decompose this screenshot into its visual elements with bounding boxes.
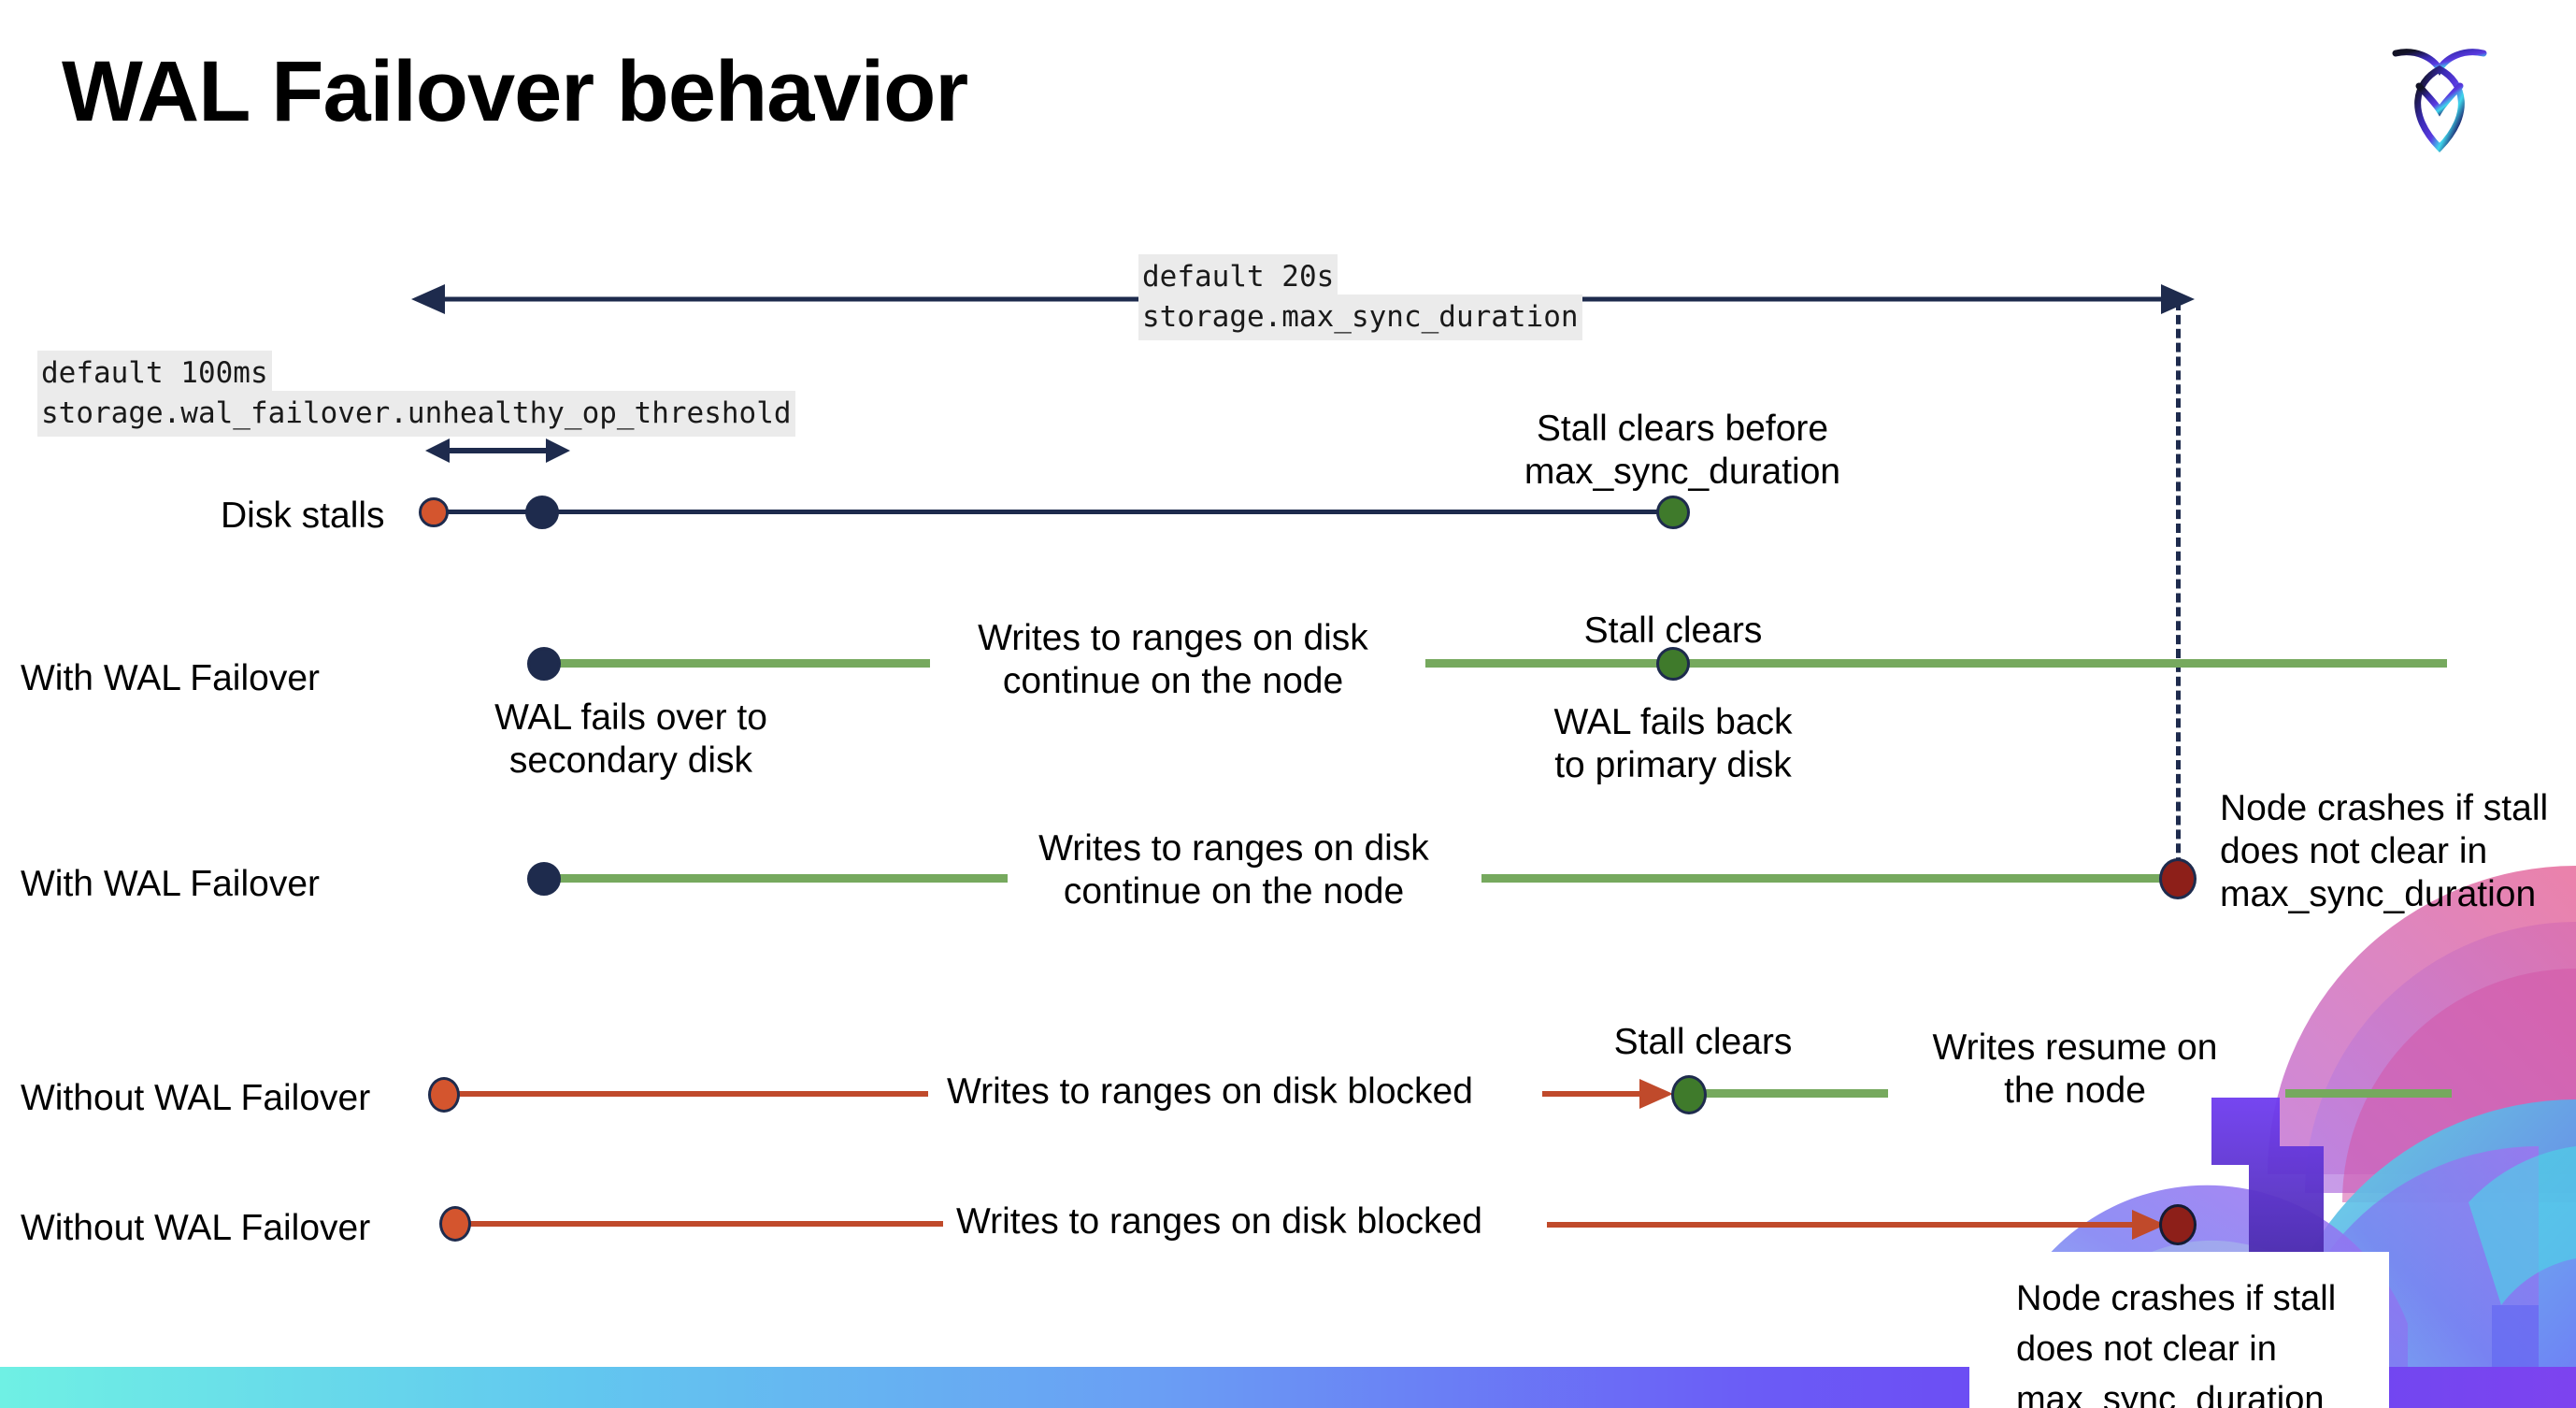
without-failover-clears-resume-line-far: [2285, 1089, 2452, 1098]
without-failover-clears-arrow: [1542, 1079, 1673, 1109]
note-writes-blocked-2: Writes to ranges on disk blocked: [956, 1201, 1482, 1242]
max-sync-default-chip: default 20s: [1138, 254, 1338, 300]
without-failover-crash-arrow: [1547, 1210, 2166, 1240]
row-label-disk-stalls: Disk stalls: [221, 496, 385, 536]
row-label-without-wal-failover-crash: Without WAL Failover: [21, 1208, 371, 1248]
disk-stalls-failover-dot: [525, 496, 559, 529]
without-failover-clears-clear-dot: [1671, 1075, 1707, 1114]
note-stall-clears-2: Stall clears: [1613, 1022, 1793, 1062]
disk-stalls-timeline: [437, 510, 1673, 514]
without-failover-crash-start-dot: [439, 1206, 471, 1242]
unhealthy-threshold-setting-chip: storage.wal_failover.unhealthy_op_thresh…: [37, 391, 795, 437]
note-node-crashes-2: Node crashes if stall does not clear in …: [2016, 1279, 2337, 1408]
wal-failover-clears-segment-left: [544, 659, 930, 668]
without-failover-crash-blocked-line: [460, 1221, 943, 1227]
unhealthy-threshold-span-arrow: [425, 438, 570, 463]
wal-failover-clears-segment-right: [1425, 659, 2447, 668]
max-sync-setting-chip: storage.max_sync_duration: [1138, 295, 1582, 340]
note-stall-clears-before-max-sync: Stall clears before max_sync_duration: [1524, 409, 1841, 493]
note-wal-fails-over: WAL fails over to secondary disk: [494, 697, 767, 782]
page-title: WAL Failover behavior: [62, 44, 968, 139]
wal-failover-crash-node-dot: [2159, 858, 2197, 899]
node-crashes-callout: Node crashes if stall does not clear in …: [1969, 1252, 2389, 1408]
note-writes-continue-1: Writes to ranges on disk continue on the…: [978, 618, 1368, 702]
disk-stalls-clear-dot: [1656, 496, 1690, 529]
wal-failover-crash-segment-right: [1481, 874, 2181, 883]
note-wal-fails-back: WAL fails back to primary disk: [1553, 702, 1793, 786]
unhealthy-threshold-default-chip: default 100ms: [37, 351, 272, 396]
wal-failover-crash-segment-left: [544, 874, 1008, 883]
wal-failover-crash-start-dot: [527, 862, 561, 896]
note-writes-continue-2: Writes to ranges on disk continue on the…: [1038, 828, 1429, 912]
note-node-crashes-1: Node crashes if stall does not clear in …: [2220, 788, 2549, 915]
without-failover-clears-resume-line: [1696, 1089, 1888, 1098]
row-label-with-wal-failover-clears: With WAL Failover: [21, 658, 320, 698]
row-label-with-wal-failover-crash: With WAL Failover: [21, 864, 320, 904]
note-writes-resume: Writes resume on the node: [1932, 1027, 2218, 1112]
without-failover-clears-blocked-line: [449, 1091, 928, 1097]
note-writes-blocked-1: Writes to ranges on disk blocked: [947, 1071, 1473, 1112]
disk-stalls-start-dot: [419, 497, 449, 527]
wal-failover-clears-clear-dot: [1656, 647, 1690, 681]
cockroach-labs-logo-icon: [2392, 49, 2487, 153]
row-label-without-wal-failover-clears: Without WAL Failover: [21, 1078, 371, 1118]
note-stall-clears-1: Stall clears: [1583, 611, 1763, 651]
max-sync-duration-dropline: [2176, 301, 2181, 881]
without-failover-clears-start-dot: [428, 1077, 460, 1113]
without-failover-crash-node-dot: [2159, 1204, 2197, 1245]
wal-failover-clears-start-dot: [527, 647, 561, 681]
